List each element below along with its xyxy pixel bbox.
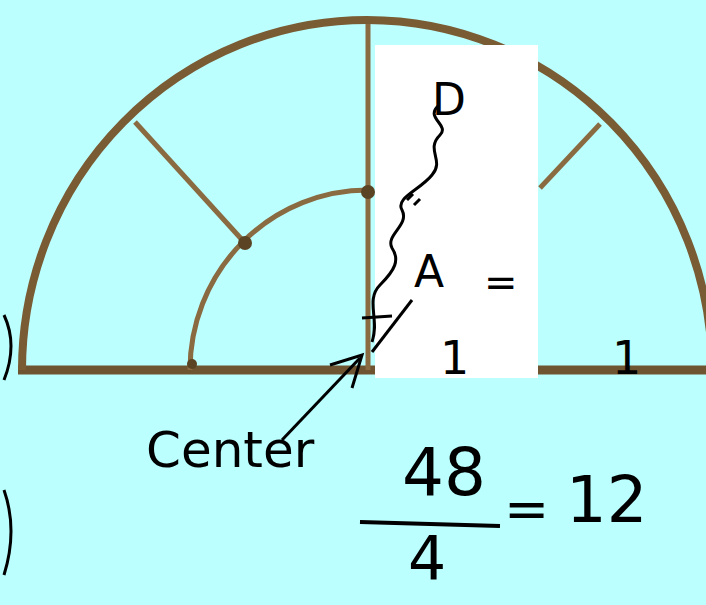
pen-stroke: [362, 316, 392, 318]
joint: [238, 236, 252, 250]
pen-stroke: [4, 315, 11, 380]
handwritten-label: 4: [408, 528, 446, 588]
handwritten-label: =: [504, 482, 549, 536]
inner-arc: [190, 190, 368, 370]
white-patch: [375, 45, 538, 378]
handwritten-label: 12: [566, 468, 647, 532]
handwritten-label: A: [414, 250, 444, 294]
arrow-head: [330, 355, 362, 388]
handwritten-label: Center: [146, 425, 314, 475]
fraction-bar: [360, 522, 500, 526]
spoke: [135, 122, 245, 243]
outer-arc: [22, 20, 706, 370]
radius-stroke: [372, 300, 412, 352]
tick-marks: [407, 194, 420, 205]
spoke: [540, 124, 600, 188]
handwritten-label: =: [484, 262, 518, 302]
handwritten-label: D: [432, 78, 466, 122]
pen-stroke: [4, 490, 11, 575]
joint: [361, 185, 375, 199]
handwritten-label: 48: [402, 440, 486, 506]
window-base: [18, 366, 706, 375]
handwritten-label: 1: [612, 335, 641, 381]
handwritten-label: 1: [440, 335, 469, 381]
joint: [187, 359, 197, 369]
